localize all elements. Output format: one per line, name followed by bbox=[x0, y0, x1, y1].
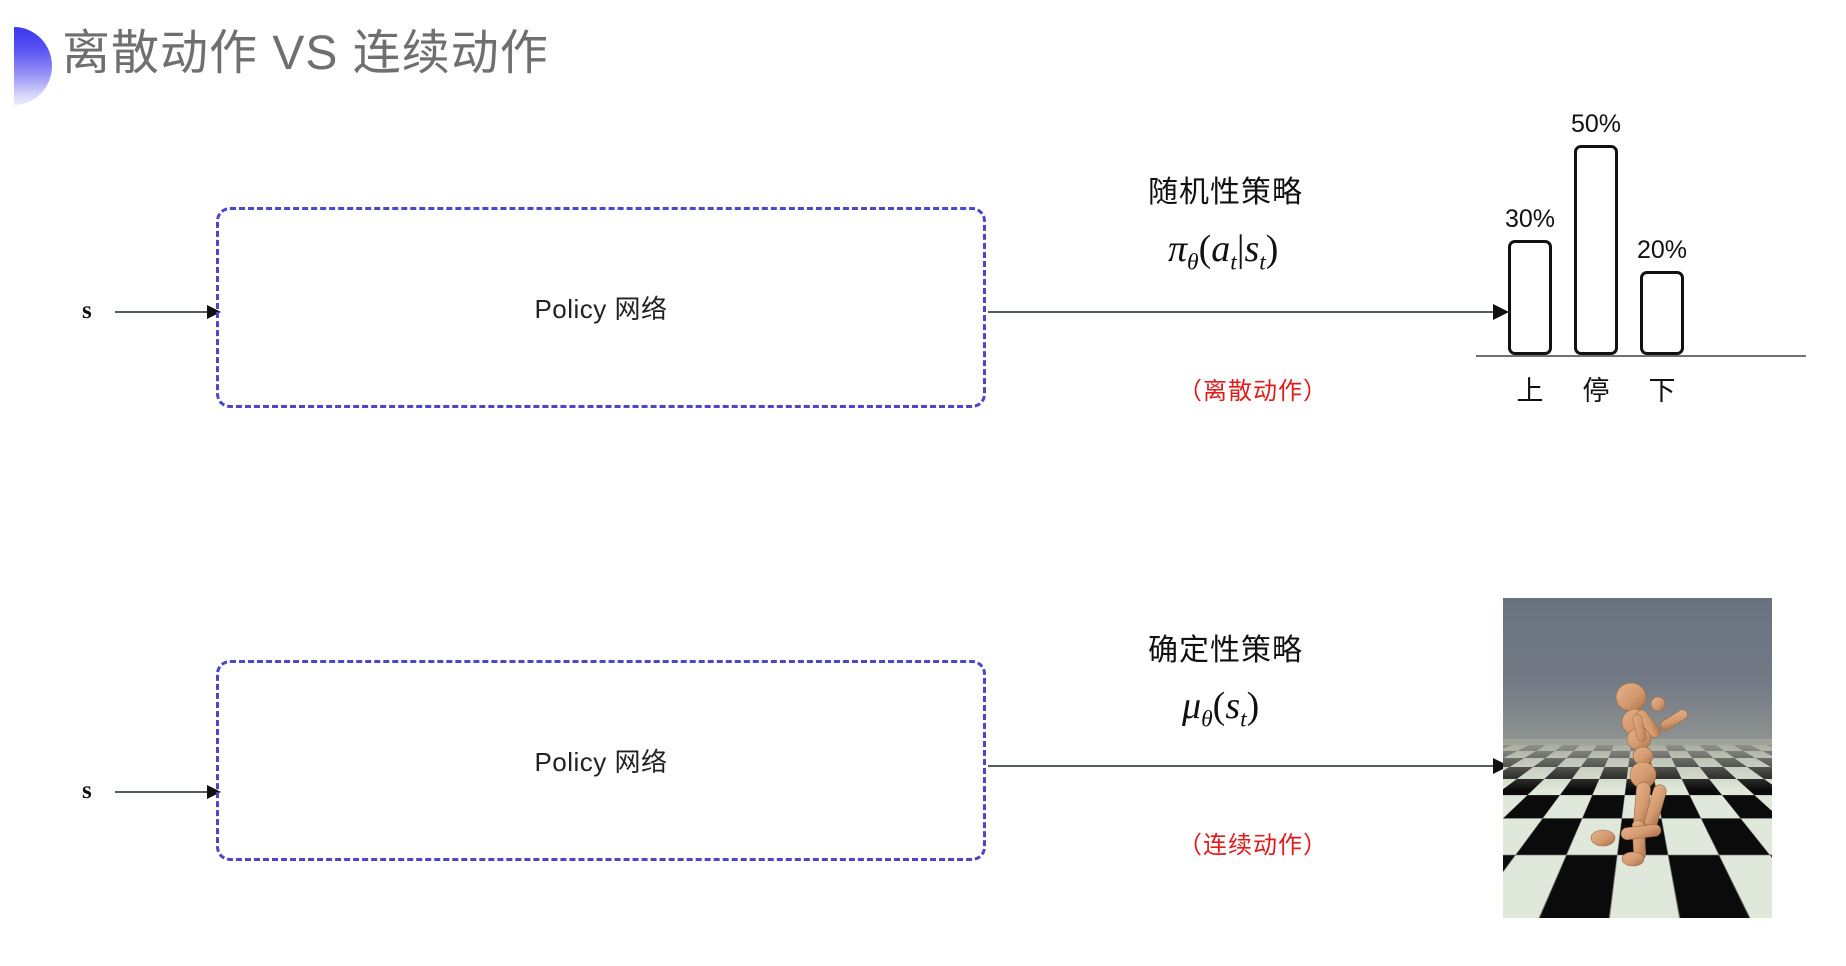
action-probability-bar-chart: 30% 上 50% 停 20% 下 bbox=[1476, 95, 1836, 425]
formula-open-paren-2: ( bbox=[1212, 685, 1226, 727]
formula-state: s bbox=[1244, 228, 1260, 270]
bar-group-0: 30% 上 bbox=[1502, 205, 1558, 406]
formula-theta-sub-2: θ bbox=[1201, 706, 1213, 733]
formula-pi: π bbox=[1168, 228, 1188, 270]
discrete-action-note: （离散动作） bbox=[1178, 378, 1328, 405]
bar-group-1: 50% 停 bbox=[1568, 110, 1624, 406]
formula-action: a bbox=[1211, 228, 1231, 270]
formula-state-sub: t bbox=[1259, 249, 1266, 276]
state-input-arrow-discrete bbox=[115, 305, 221, 319]
policy-network-box-continuous[interactable]: Policy 网络 bbox=[216, 660, 986, 861]
bar-value-1: 50% bbox=[1570, 110, 1622, 138]
formula-close-paren-2: ) bbox=[1246, 685, 1260, 727]
state-input-arrow-continuous bbox=[115, 785, 221, 799]
policy-type-label-discrete: 随机性策略 bbox=[1148, 176, 1303, 209]
bar-rect-1[interactable] bbox=[1574, 145, 1618, 355]
formula-bar: | bbox=[1236, 228, 1245, 270]
humanoid-simulation-image bbox=[1503, 598, 1772, 918]
bar-rect-2[interactable] bbox=[1640, 271, 1684, 355]
policy-network-box-discrete[interactable]: Policy 网络 bbox=[216, 207, 986, 408]
continuous-action-note: （连续动作） bbox=[1178, 832, 1328, 859]
bar-category-2: 下 bbox=[1648, 376, 1676, 406]
policy-network-label-continuous: Policy 网络 bbox=[534, 747, 668, 777]
bar-group-2: 20% 下 bbox=[1634, 236, 1690, 406]
formula-state-sub-2: t bbox=[1240, 706, 1247, 733]
page-title: 离散动作 VS 连续动作 bbox=[62, 27, 549, 80]
bar-value-0: 30% bbox=[1504, 205, 1556, 233]
bar-rect-0[interactable] bbox=[1508, 240, 1552, 355]
formula-open-paren: ( bbox=[1198, 228, 1212, 270]
chart-baseline bbox=[1476, 355, 1806, 357]
state-input-label-continuous: s bbox=[82, 777, 92, 804]
formula-state-2: s bbox=[1225, 685, 1241, 727]
discrete-action-row: s Policy 网络 随机性策略 πθ(at|st) （离散动作） 30% 上… bbox=[82, 95, 1836, 425]
policy-type-label-continuous: 确定性策略 bbox=[1148, 634, 1303, 667]
humanoid-robot-figure bbox=[1590, 682, 1688, 867]
state-input-label-discrete: s bbox=[82, 297, 92, 324]
policy-output-arrow-continuous bbox=[988, 758, 1509, 774]
bar-category-0: 上 bbox=[1516, 376, 1544, 406]
policy-formula-continuous: μθ(st) bbox=[1182, 684, 1259, 734]
formula-close-paren: ) bbox=[1265, 228, 1279, 270]
bar-category-1: 停 bbox=[1582, 376, 1610, 406]
policy-network-label-discrete: Policy 网络 bbox=[534, 294, 668, 324]
formula-mu: μ bbox=[1182, 685, 1202, 727]
bar-value-2: 20% bbox=[1636, 236, 1688, 264]
policy-formula-discrete: πθ(at|st) bbox=[1168, 227, 1278, 277]
continuous-action-row: s Policy 网络 确定性策略 μθ(st) （连续动作） bbox=[0, 480, 1846, 966]
policy-output-arrow-discrete bbox=[988, 304, 1509, 320]
formula-theta-sub: θ bbox=[1187, 249, 1199, 276]
formula-action-sub: t bbox=[1230, 249, 1237, 276]
